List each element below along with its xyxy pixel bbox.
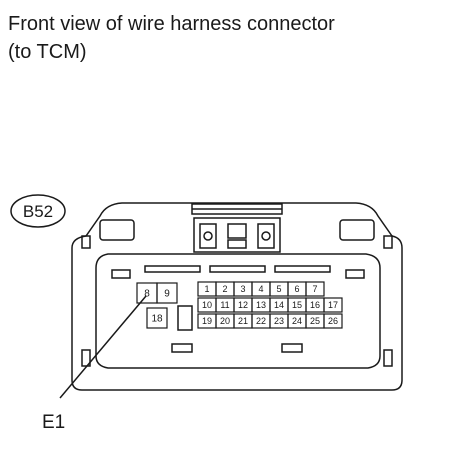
pin-number: 19 — [202, 316, 212, 326]
pin-cell: 15 — [287, 297, 307, 313]
side-tab-right — [383, 235, 393, 249]
pin-cell: 24 — [287, 313, 307, 329]
pin-cell: 20 — [215, 313, 235, 329]
pin-cell: 16 — [305, 297, 325, 313]
pin-cell: 5 — [269, 281, 289, 297]
pin-cell: 21 — [233, 313, 253, 329]
pin-number: 14 — [274, 300, 284, 310]
pin-number: 20 — [220, 316, 230, 326]
pin-cell: 22 — [251, 313, 271, 329]
pin-cell: 4 — [251, 281, 271, 297]
key-ridge — [274, 265, 331, 273]
pin-cavity — [323, 297, 343, 313]
pin-cell: 6 — [287, 281, 307, 297]
pin-cell: 2 — [215, 281, 235, 297]
key-ridge — [345, 269, 365, 279]
pin-cell: 18 — [146, 307, 168, 329]
title-line-2: (to TCM) — [8, 41, 87, 63]
key-ridge — [209, 265, 266, 273]
pin-cell: 14 — [269, 297, 289, 313]
pin-cavity — [156, 282, 178, 304]
pin-number: 13 — [256, 300, 266, 310]
pin-number: 12 — [238, 300, 248, 310]
pin-cell: 10 — [197, 297, 217, 313]
pin-number: 16 — [310, 300, 320, 310]
pin-number: 8 — [144, 289, 150, 300]
connector-code-badge — [10, 194, 66, 228]
pin-cell: 19 — [197, 313, 217, 329]
key-ridge — [111, 269, 131, 279]
guide-slot-left — [99, 219, 135, 241]
connector-housing-inner — [95, 253, 381, 369]
callout-leader-line — [59, 295, 147, 399]
pin-cell: 3 — [233, 281, 253, 297]
pin-number: 15 — [292, 300, 302, 310]
callout-label: E1 — [42, 412, 65, 433]
pin-number: 11 — [220, 300, 229, 310]
guide-slot-right — [339, 219, 375, 241]
pin-number: 2 — [222, 284, 227, 294]
pin-number: 7 — [312, 284, 317, 294]
pin-number: 21 — [238, 316, 248, 326]
pin-number: 23 — [274, 316, 284, 326]
pin-cavity — [305, 281, 325, 297]
pin-cell: 12 — [233, 297, 253, 313]
latch-window — [177, 305, 193, 331]
pin-number: 1 — [204, 284, 209, 294]
side-tab-left — [81, 235, 91, 249]
key-ridge — [144, 265, 201, 273]
pin-cell: 11 — [215, 297, 235, 313]
pin-cell: 9 — [156, 282, 178, 304]
pin-number: 17 — [328, 300, 338, 310]
pin-number: 9 — [164, 289, 170, 300]
pin-cell: 26 — [323, 313, 343, 329]
pin-number: 18 — [151, 314, 163, 325]
pin-number: 22 — [256, 316, 266, 326]
side-tab-right-lower — [383, 349, 393, 367]
pin-number: 24 — [292, 316, 302, 326]
pin-number: 5 — [276, 284, 281, 294]
bottom-notch-right — [281, 343, 303, 353]
bottom-notch-left — [171, 343, 193, 353]
pin-cell: 8 — [136, 282, 158, 304]
pin-number: 26 — [328, 316, 338, 326]
pin-cell: 17 — [323, 297, 343, 313]
pin-cavity — [323, 313, 343, 329]
pin-number: 10 — [202, 300, 212, 310]
pin-number: 6 — [294, 284, 299, 294]
pin-number: 25 — [310, 316, 320, 326]
pin-cell: 7 — [305, 281, 325, 297]
connector-code: B52 — [23, 202, 53, 221]
latch-assembly — [193, 217, 281, 253]
pin-number: 4 — [258, 284, 263, 294]
pins-left-block: 8 9 18 — [136, 282, 178, 329]
title-line-1: Front view of wire harness connector — [8, 13, 335, 35]
pin-number: 3 — [240, 284, 245, 294]
pin-cell: 13 — [251, 297, 271, 313]
pin-cell: 23 — [269, 313, 289, 329]
pin-cavity — [146, 307, 168, 329]
pin-cell: 1 — [197, 281, 217, 297]
pin-cell: 25 — [305, 313, 325, 329]
